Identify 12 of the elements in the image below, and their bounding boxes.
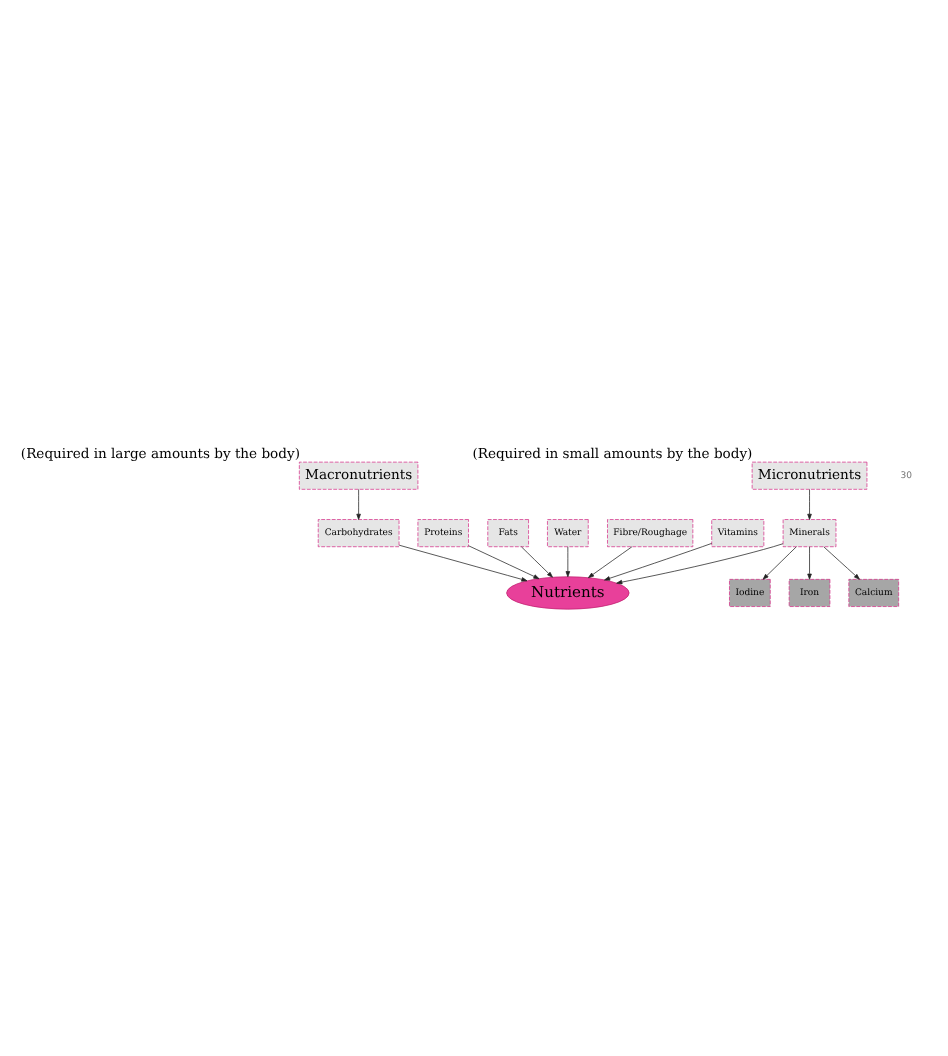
arrow (823, 546, 860, 580)
arrow (588, 546, 633, 579)
arrow (565, 546, 571, 578)
arrow (398, 544, 528, 582)
arrow (521, 546, 553, 578)
arrow (807, 546, 812, 580)
arrow (807, 489, 812, 520)
arrow (616, 543, 784, 585)
arrow (762, 546, 797, 580)
arrow (604, 543, 712, 581)
arrow (356, 489, 361, 520)
arrow (468, 545, 540, 580)
